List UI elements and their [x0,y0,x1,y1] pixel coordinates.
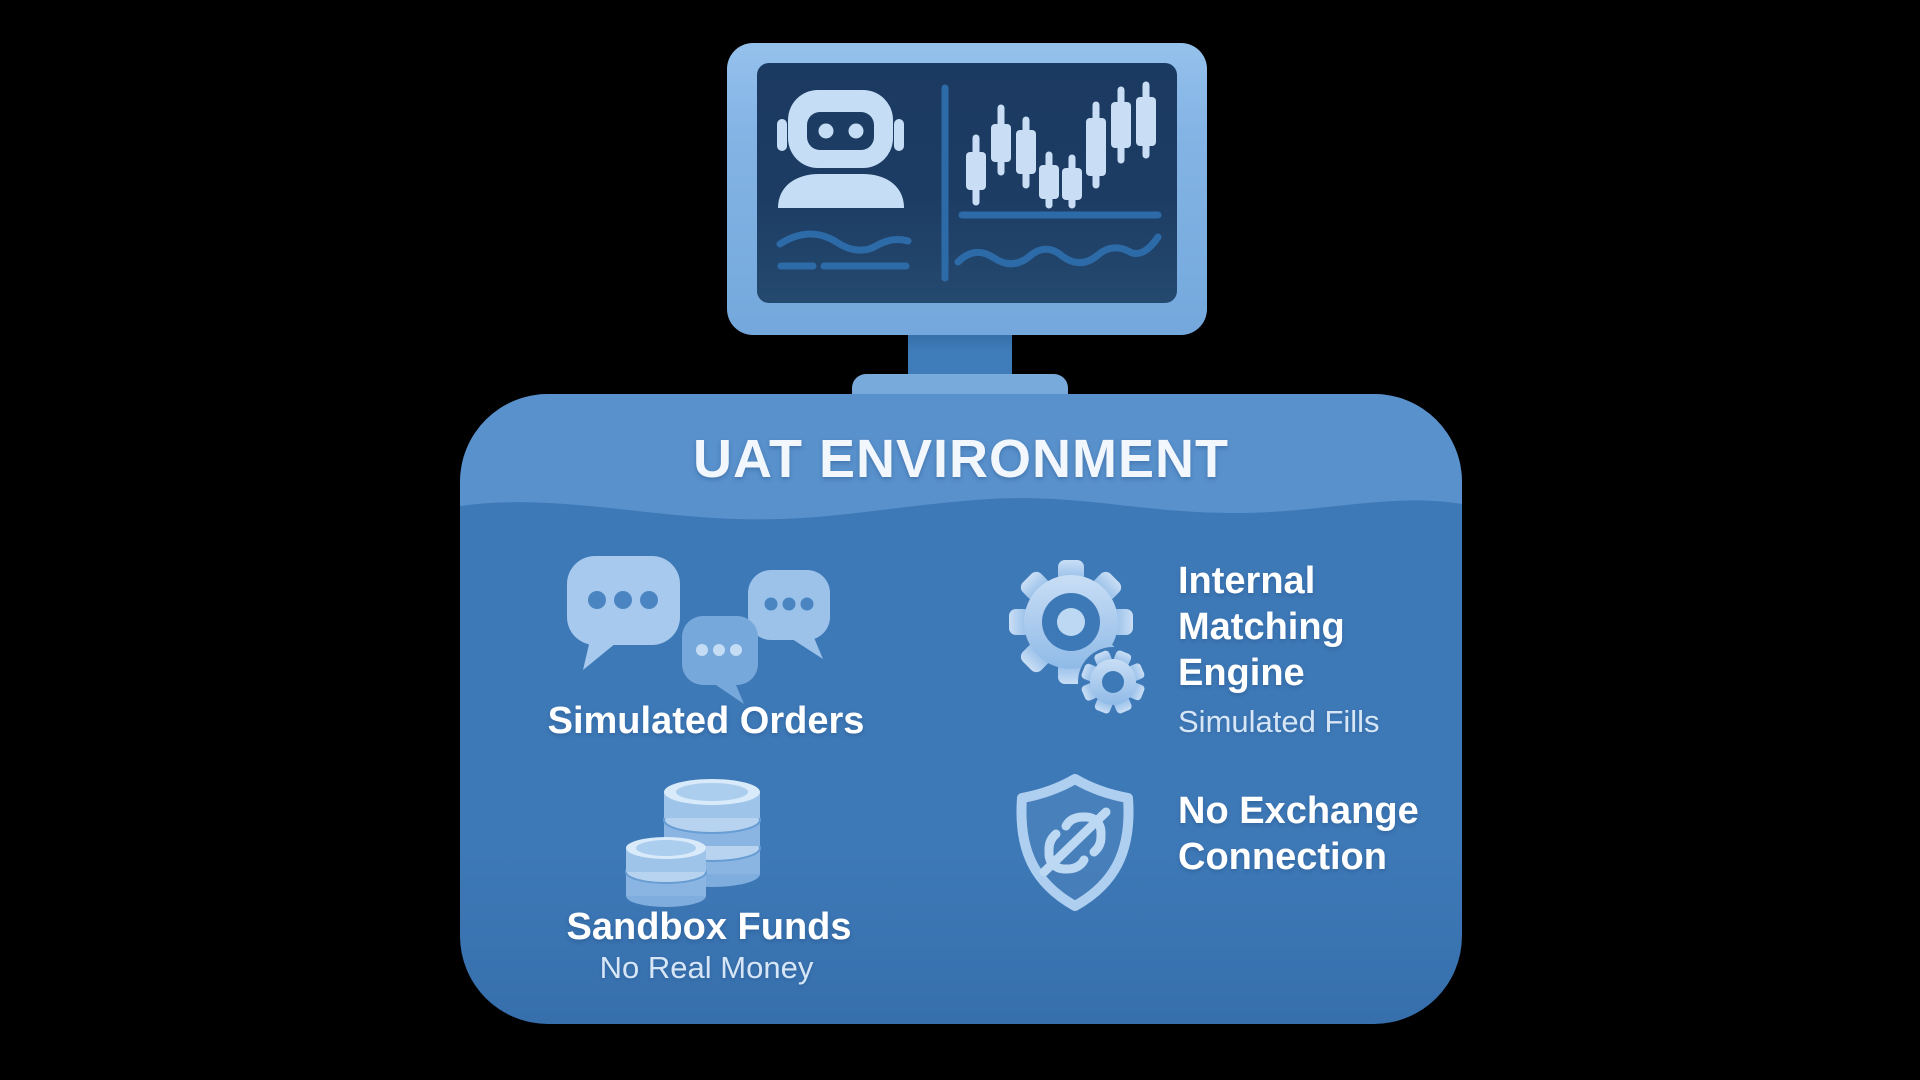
shield-no-link-icon [1016,774,1134,911]
feature-label-sandbox-funds: Sandbox Funds [566,906,852,948]
feature-label-no-exchange-connection: No Exchange Connection [1178,790,1419,878]
screen-wave-line-left [776,230,912,254]
chat-bubbles-icon [567,556,830,704]
robot-icon [776,90,912,270]
broken-link-glyph [1039,807,1111,877]
feature-label-internal-matching-engine: Internal Matching Engine [1178,560,1345,694]
coins-icon [625,779,761,907]
panel-title: UAT ENVIRONMENT [693,429,1229,489]
uat-environment-panel: UAT ENVIRONMENT [460,394,1462,1024]
feature-sublabel-no-real-money: No Real Money [599,950,814,985]
feature-sublabel-simulated-fills: Simulated Fills [1178,704,1380,739]
monitor-screen-content [776,81,1162,282]
feature-label-simulated-orders: Simulated Orders [547,700,865,742]
monitor-stand [908,334,1012,378]
candlestick-chart-icon [954,81,1162,268]
screen-wave-line-right [954,233,1162,268]
gears-icon [1009,560,1148,717]
panel-header-band [460,394,1462,520]
